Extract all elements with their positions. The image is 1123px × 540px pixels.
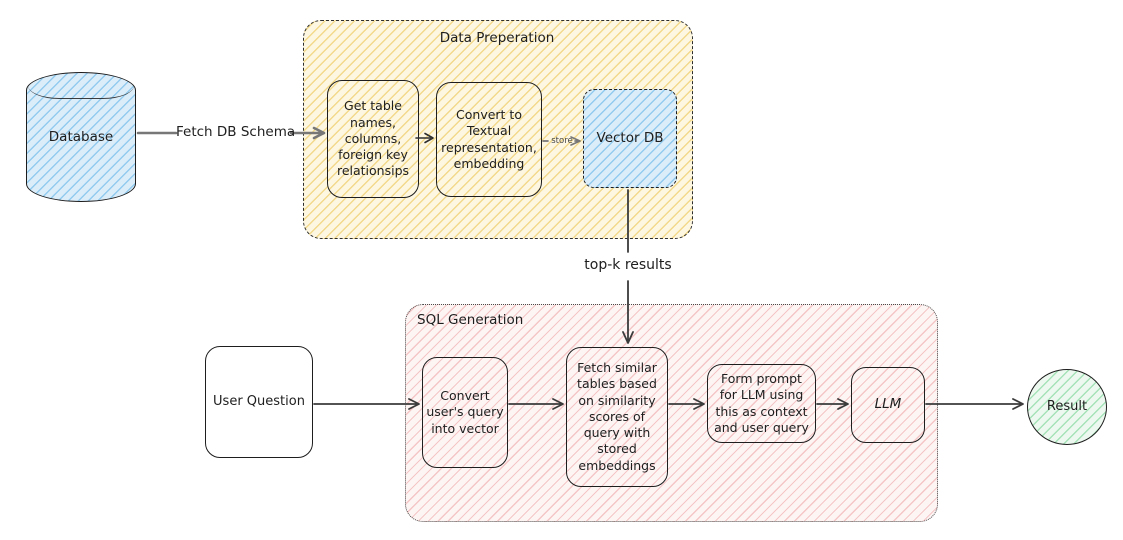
data-preparation-title: Data Preperation (439, 30, 555, 46)
fetch-similar-node: Fetch similar tables based on similarity… (566, 347, 668, 487)
get-tables-label: Get table names, columns, foreign key re… (336, 98, 410, 179)
cylinder-lid-arc (28, 72, 134, 99)
form-prompt-label: Form prompt for LLM using this as contex… (714, 371, 809, 435)
top-k-results-label: top-k results (584, 257, 672, 273)
get-tables-node: Get table names, columns, foreign key re… (327, 80, 419, 198)
user-question-label: User Question (213, 393, 305, 409)
vector-db-node: Vector DB (583, 89, 677, 188)
convert-textual-label: Convert to Textual representation, embed… (441, 107, 537, 171)
sql-generation-container (405, 304, 938, 522)
store-label: store (551, 136, 573, 146)
database-node: Database (26, 72, 136, 202)
llm-label: LLM (874, 396, 902, 413)
result-node: Result (1027, 369, 1107, 445)
result-label: Result (1046, 398, 1088, 414)
convert-vector-node: Convert user's query into vector (422, 357, 508, 468)
arrow-llm-to-result (925, 398, 1024, 410)
arrow-userquestion-to-convertvector (313, 398, 420, 410)
convert-vector-label: Convert user's query into vector (426, 388, 504, 436)
sql-generation-title: SQL Generation (417, 312, 524, 328)
vector-db-label: Vector DB (596, 129, 664, 146)
fetch-similar-label: Fetch similar tables based on similarity… (577, 360, 657, 473)
llm-node: LLM (851, 367, 925, 443)
fetch-db-schema-label: Fetch DB Schema (176, 124, 296, 140)
convert-textual-node: Convert to Textual representation, embed… (436, 82, 542, 197)
database-label: Database (48, 129, 114, 145)
form-prompt-node: Form prompt for LLM using this as contex… (707, 364, 816, 443)
user-question-node: User Question (205, 346, 313, 458)
